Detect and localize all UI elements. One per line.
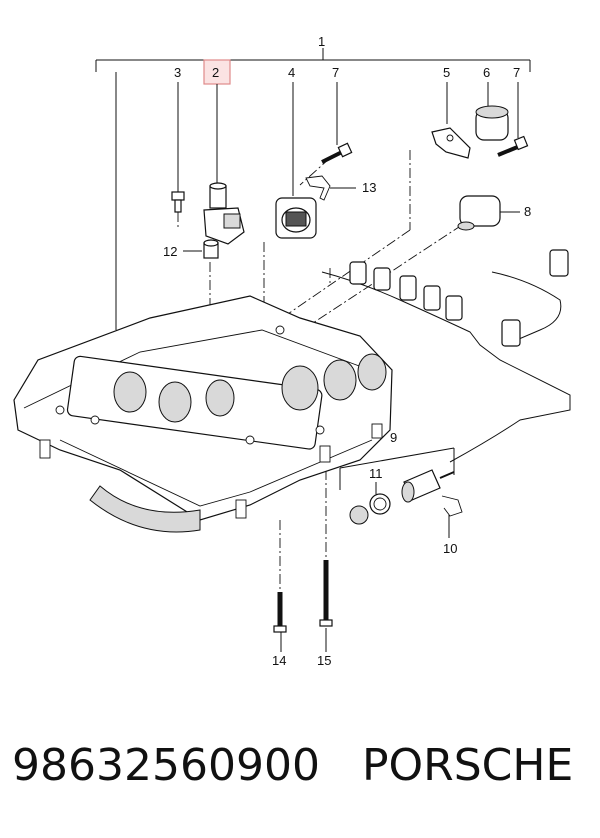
valve-body bbox=[13, 295, 393, 533]
callout-14: 14 bbox=[272, 653, 286, 668]
solenoid-valve-2 bbox=[203, 182, 245, 245]
clip-13 bbox=[305, 175, 331, 201]
callout-11: 11 bbox=[369, 466, 383, 481]
callout-3: 3 bbox=[174, 65, 181, 80]
assembly-bracket bbox=[95, 48, 531, 72]
callout-1: 1 bbox=[318, 34, 325, 49]
seal-ring-11 bbox=[349, 493, 391, 525]
retaining-clip-10 bbox=[441, 495, 463, 517]
bolt-7-left bbox=[321, 142, 353, 164]
callout-6: 6 bbox=[483, 65, 490, 80]
solenoid-6 bbox=[475, 105, 509, 141]
callout-8: 8 bbox=[524, 204, 531, 219]
temperature-sensor-9 bbox=[401, 469, 455, 503]
callout-15: 15 bbox=[317, 653, 331, 668]
callout-2-highlight bbox=[203, 59, 231, 85]
callout-13: 13 bbox=[362, 180, 376, 195]
retaining-plate-5 bbox=[431, 127, 471, 159]
brand-name: PORSCHE bbox=[362, 740, 574, 791]
callout-7-right: 7 bbox=[513, 65, 520, 80]
bolt-7-right bbox=[497, 135, 529, 157]
leader-lines bbox=[115, 72, 520, 652]
callout-4: 4 bbox=[288, 65, 295, 80]
callout-12: 12 bbox=[163, 244, 177, 259]
callout-9: 9 bbox=[390, 430, 397, 445]
callout-5: 5 bbox=[443, 65, 450, 80]
footer: 98632560900 PORSCHE bbox=[0, 740, 600, 810]
wiring-harness bbox=[321, 249, 571, 463]
callout-10: 10 bbox=[443, 541, 457, 556]
callout-7-left: 7 bbox=[332, 65, 339, 80]
sleeve-12 bbox=[203, 239, 219, 259]
part-number: 98632560900 bbox=[12, 740, 320, 791]
pressure-regulator-4 bbox=[275, 197, 317, 239]
bolt-3 bbox=[171, 191, 185, 213]
bolt-15 bbox=[319, 560, 333, 627]
solenoid-8 bbox=[457, 195, 501, 231]
callout-2: 2 bbox=[212, 65, 219, 80]
bolt-14 bbox=[273, 592, 287, 633]
exploded-parts-diagram: 1 2 3 4 7 5 6 7 13 8 12 9 11 10 14 15 bbox=[13, 34, 571, 668]
